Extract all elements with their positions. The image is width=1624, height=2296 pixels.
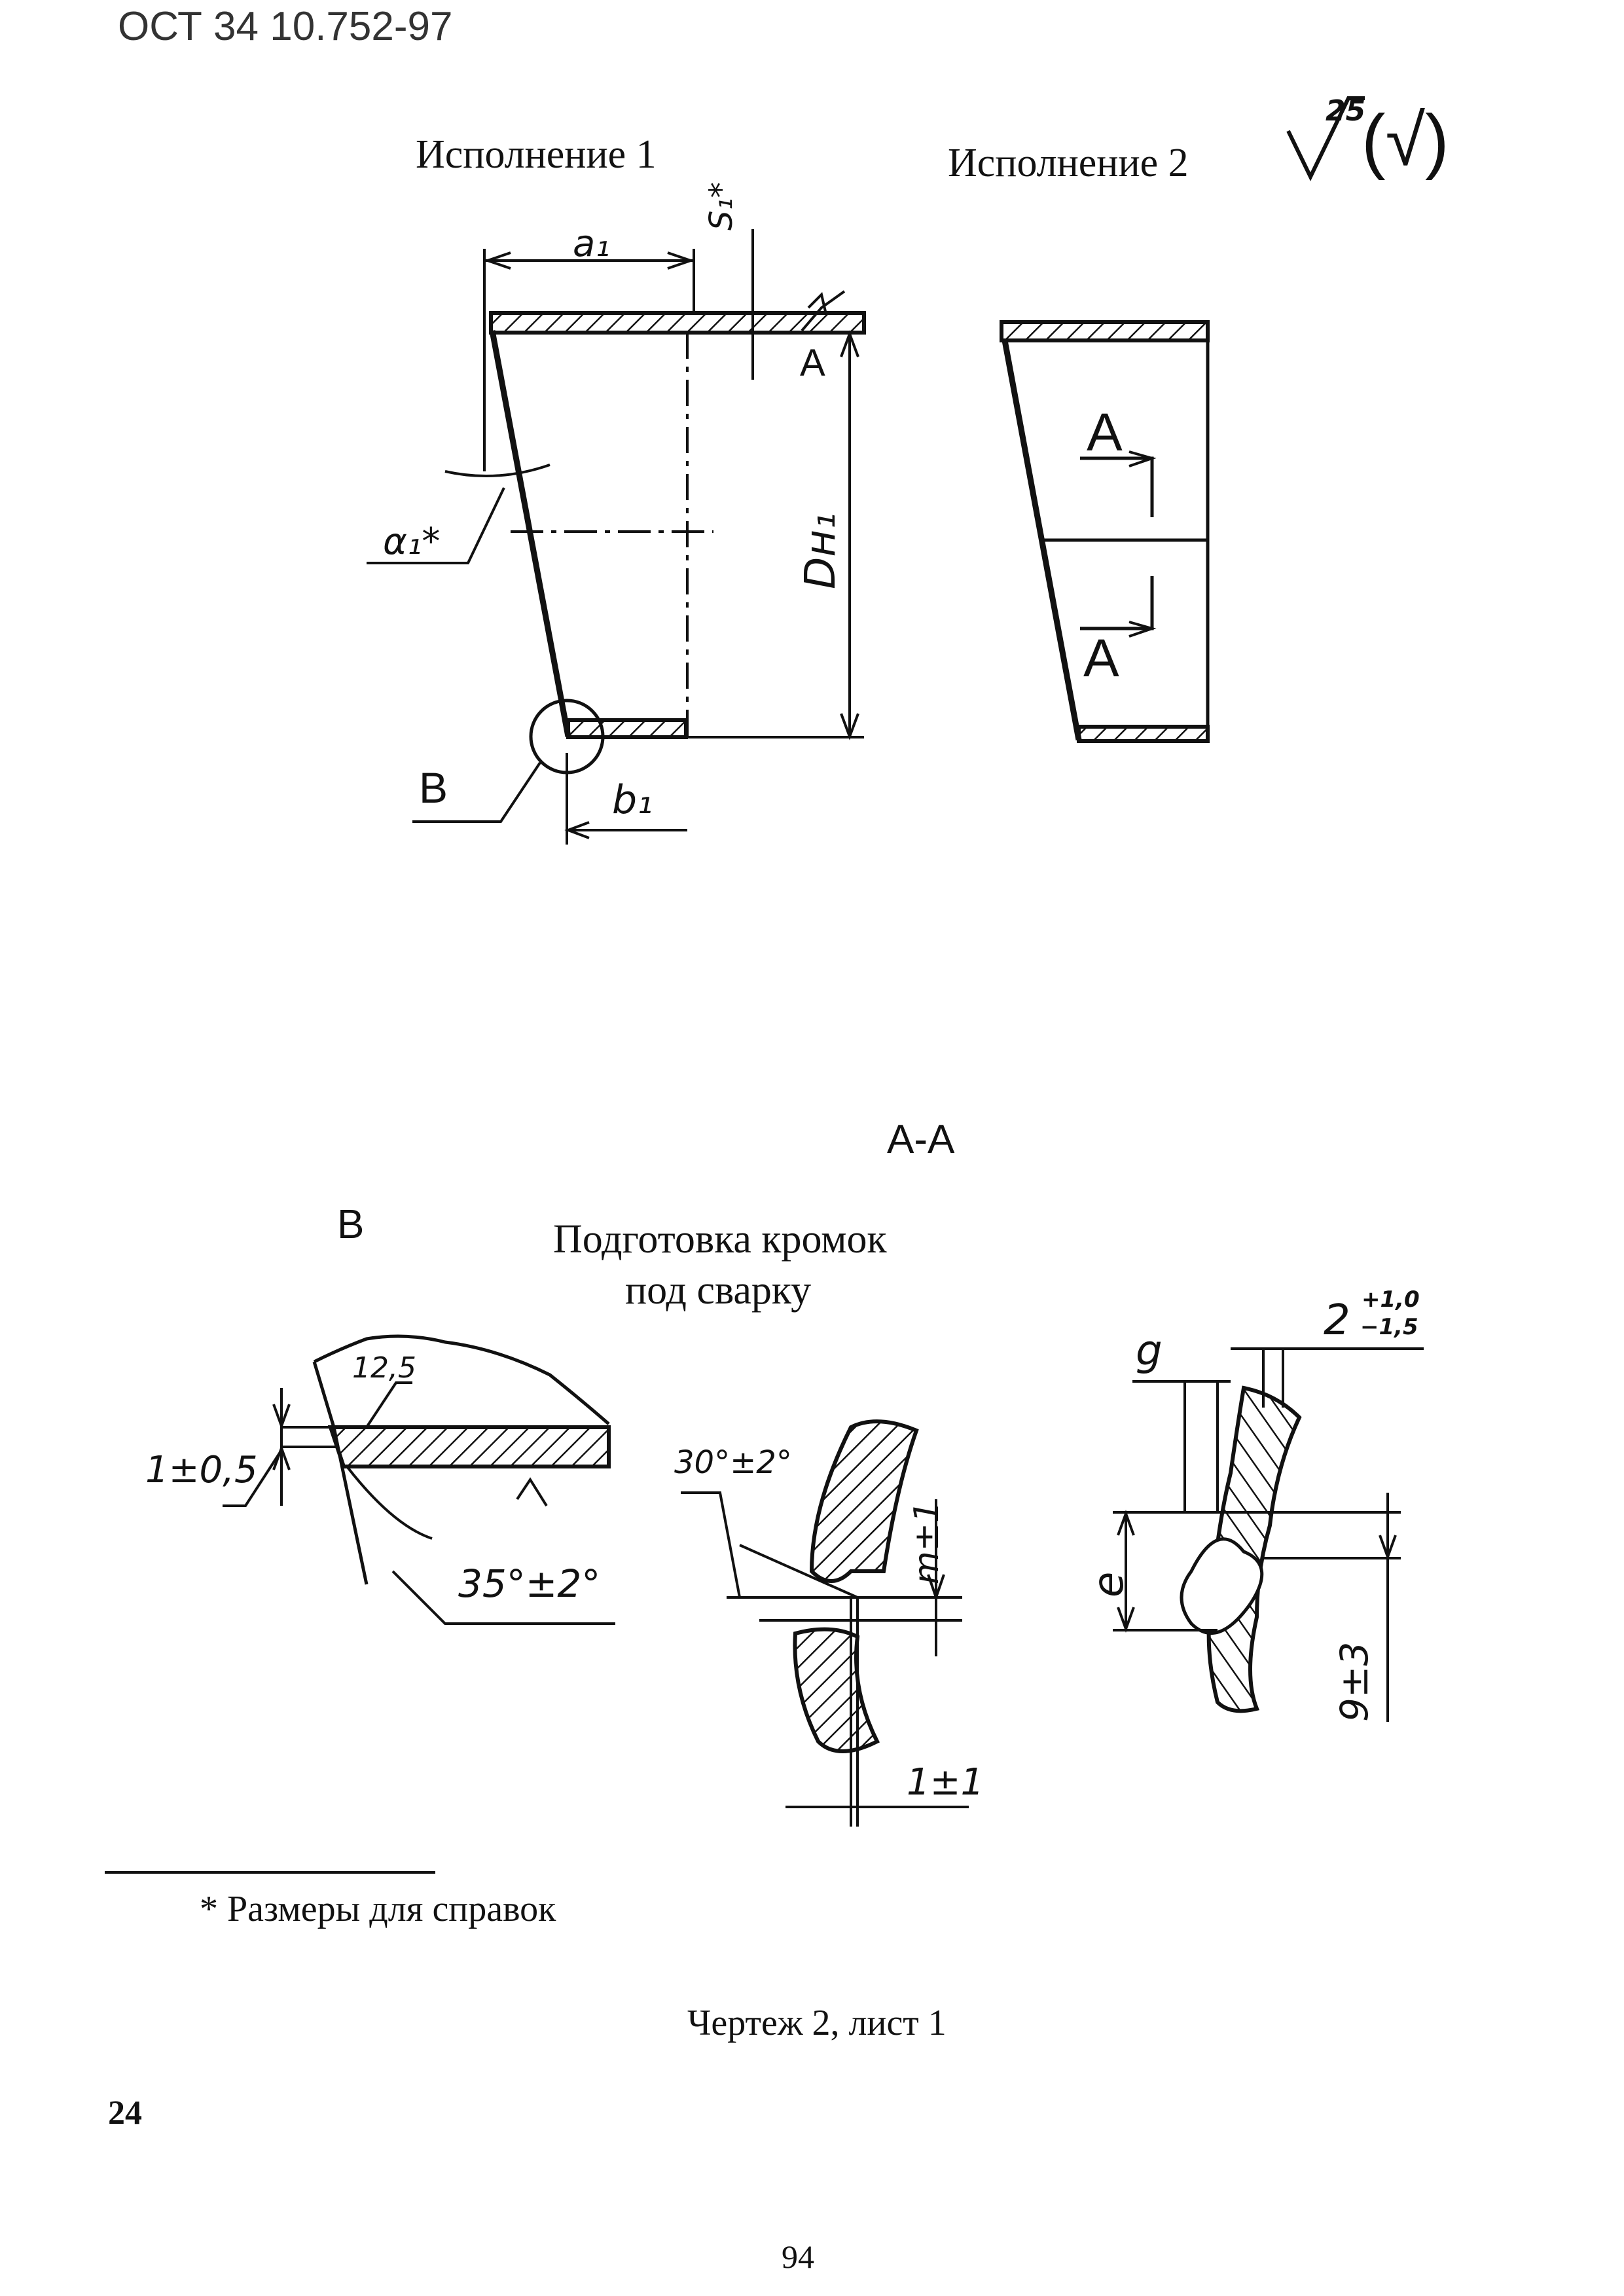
- label-b: B: [419, 763, 448, 812]
- detail-weld: [1113, 1347, 1424, 1722]
- edge-prep-line2: под сварку: [625, 1268, 812, 1313]
- drawing-caption: Чертеж 2, лист 1: [687, 2003, 947, 2043]
- section-mark-a-top: A: [800, 342, 825, 384]
- detail-joint: [681, 1419, 969, 1827]
- slanted-side: [489, 330, 571, 737]
- bottom-plate-v2: [1077, 725, 1210, 743]
- variant1-title: Исполнение 1: [416, 132, 657, 177]
- section-mark-a-1: A: [1087, 403, 1123, 462]
- dim-s1: S₁*: [703, 182, 740, 230]
- dim-2-tol-up: +1,0: [1362, 1286, 1420, 1313]
- dim-m1: m±1: [907, 1501, 947, 1584]
- dim-angle-30: 30°±2°: [674, 1444, 792, 1481]
- dim-dn1: Dн₁: [797, 513, 845, 589]
- dim-2-tol-dn: −1,5: [1360, 1314, 1418, 1340]
- top-plate: [489, 311, 866, 335]
- variant2-title: Исполнение 2: [948, 141, 1189, 185]
- dim-b1: b₁: [612, 777, 653, 823]
- dim-2: 2: [1324, 1296, 1350, 1345]
- section-aa-title: А-А: [887, 1117, 955, 1162]
- dim-e: e: [1085, 1571, 1133, 1597]
- variant2-drawing: [1000, 320, 1210, 743]
- dim-1-1: 1±1: [907, 1761, 984, 1804]
- bottom-plate: [566, 718, 688, 739]
- dim-g: g: [1136, 1327, 1163, 1376]
- section-b-title: В: [337, 1202, 365, 1247]
- roughness-mark: [1286, 96, 1365, 181]
- roughness-paren: (√): [1362, 100, 1449, 181]
- dim-a1: a₁: [573, 223, 610, 265]
- footnote: * Размеры для справок: [200, 1889, 556, 1929]
- page-left-number: 24: [108, 2094, 142, 2132]
- doc-code-header: ОСТ 34 10.752-97: [118, 4, 453, 49]
- dim-gap-1-05: 1±0,5: [145, 1449, 258, 1491]
- detail-b: [223, 1334, 615, 1625]
- top-plate-v2: [1000, 320, 1210, 342]
- roughness-12-5: 12,5: [352, 1351, 416, 1385]
- dim-9-3: 9±3: [1332, 1641, 1377, 1722]
- edge-prep-line1: Подготовка кромок: [553, 1217, 887, 1262]
- dim-angle-35: 35°±2°: [458, 1561, 601, 1606]
- dim-alpha1: α₁*: [383, 520, 441, 563]
- section-mark-a-2: A: [1083, 629, 1119, 688]
- page-number: 94: [782, 2238, 814, 2275]
- roughness-value: 25: [1326, 94, 1366, 128]
- variant1-drawing: [367, 229, 866, 845]
